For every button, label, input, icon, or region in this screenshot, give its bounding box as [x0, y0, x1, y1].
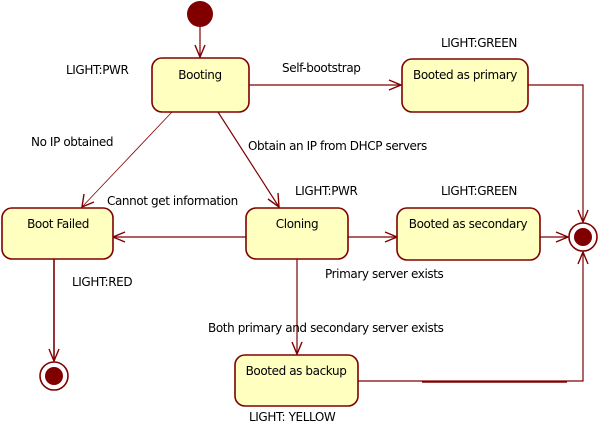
state-booted-primary-label: Booted as primary [413, 68, 517, 82]
label-cannot-get-info: Cannot get information [107, 194, 238, 208]
final-state-bottom-left [39, 361, 69, 391]
state-booted-secondary-label: Booted as secondary [409, 217, 528, 231]
state-cloning[interactable]: Cloning [245, 207, 349, 260]
final-state-right [568, 222, 598, 252]
light-note-failed: LIGHT:RED [72, 275, 132, 289]
transition-primary-to-final [528, 84, 589, 224]
transition-self-bootstrap [249, 79, 403, 91]
light-note-cloning: LIGHT:PWR [295, 184, 358, 198]
transition-initial-to-booting [194, 27, 206, 59]
transition-secondary-to-final [540, 231, 570, 243]
transition-backup-to-final [358, 250, 589, 383]
state-booted-primary[interactable]: Booted as primary [401, 58, 529, 113]
state-booting-label: Booting [178, 68, 221, 82]
state-booting[interactable]: Booting [151, 57, 250, 113]
initial-state [187, 1, 213, 27]
light-note-primary: LIGHT:GREEN [441, 36, 517, 50]
state-cloning-label: Cloning [276, 217, 318, 231]
light-note-secondary: LIGHT:GREEN [441, 184, 517, 198]
state-booted-secondary[interactable]: Booted as secondary [396, 207, 541, 261]
label-no-ip: No IP obtained [31, 135, 113, 149]
light-note-booting: LIGHT:PWR [66, 63, 129, 77]
transition-obtain-ip [217, 111, 280, 209]
light-note-backup: LIGHT: YELLOW [249, 410, 336, 424]
label-obtain-ip: Obtain an IP from DHCP servers [248, 139, 427, 153]
state-booted-backup-label: Booted as backup [246, 364, 347, 378]
transition-failed-to-final [48, 259, 60, 363]
transition-no-ip [81, 111, 173, 209]
label-both-exist: Both primary and secondary server exists [208, 321, 444, 335]
state-boot-failed[interactable]: Boot Failed [1, 207, 114, 260]
transition-primary-exists [348, 231, 399, 243]
state-boot-failed-label: Boot Failed [27, 217, 89, 231]
label-primary-exists: Primary server exists [325, 267, 444, 281]
transition-both-exist [291, 259, 303, 356]
state-booted-backup[interactable]: Booted as backup [234, 354, 359, 407]
label-self-bootstrap: Self-bootstrap [282, 61, 361, 75]
transition-cannot-get-info [111, 231, 246, 243]
